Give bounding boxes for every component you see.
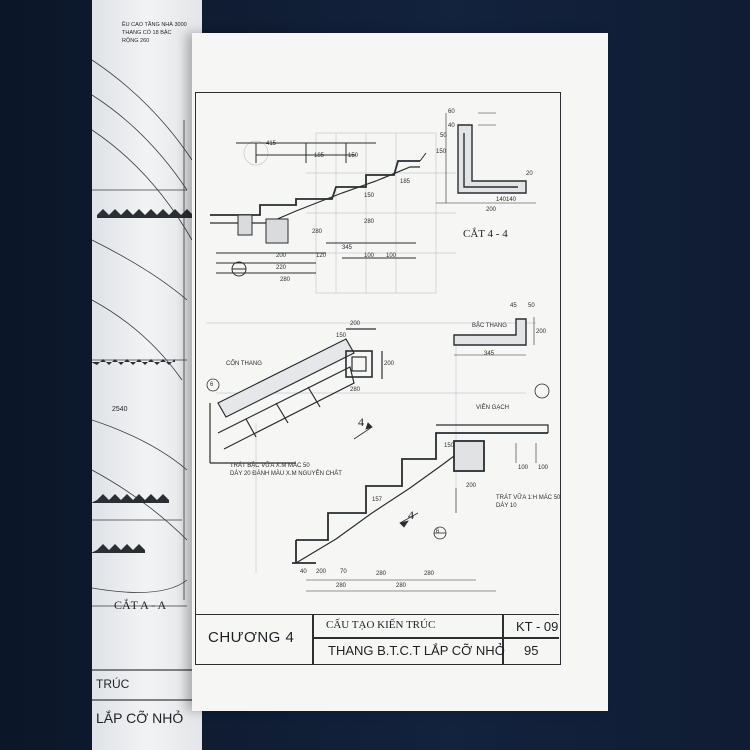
- dim-cut44: 20: [526, 171, 533, 177]
- dim-bottom: 280: [336, 583, 347, 589]
- drawing-title: THANG B.T.C.T LẮP CỠ NHỎ: [328, 643, 505, 658]
- dim-bottom: 157: [372, 497, 383, 503]
- dim-bottom: 100: [538, 465, 549, 471]
- con-thang-label: CỐN THANG: [226, 361, 262, 367]
- dim-bottom: 280: [424, 571, 435, 577]
- section-arrows: [206, 378, 550, 540]
- dim-bac: 200: [536, 329, 547, 335]
- dim-bottom: 280: [376, 571, 387, 577]
- previous-page: ỀU CAO TẦNG NHÀ 3000 THANG CÓ 18 BẬC RỘN…: [92, 0, 202, 750]
- book-page: [192, 33, 608, 711]
- dim-top: 185: [314, 153, 325, 159]
- section-mark-4-lower: 4: [408, 508, 414, 522]
- bg-title-fragment: TRÚC: [96, 677, 130, 691]
- day-20-label: DÀY 20 ĐÁNH MÀU X.M NGUYÊN CHẤT: [230, 471, 342, 477]
- bac-thang-label: BẬC THANG: [472, 323, 507, 329]
- day-10-label: DÀY 10: [496, 503, 517, 509]
- dim-bottom: 150: [444, 443, 455, 449]
- dim-top: 200: [276, 253, 287, 259]
- section-mark-4-upper: 4: [358, 415, 364, 429]
- title-block-divider: [312, 637, 559, 639]
- bg-note-1: ỀU CAO TẦNG NHÀ 3000: [122, 22, 187, 28]
- dim-top: 100: [386, 253, 397, 259]
- dim-top: 280: [364, 219, 375, 225]
- stair-detail-drawing: [206, 112, 550, 592]
- technical-drawing: CẮT 4 - 4 BẬC THANG CỐN THANG VIÊN GẠCH …: [196, 93, 562, 614]
- section-4-4-label: CẮT 4 - 4: [463, 228, 508, 240]
- bg-note-3: RỘNG 260: [122, 38, 150, 44]
- title-block: CHƯƠNG 4 CẤU TẠO KIẾN TRÚC THANG B.T.C.T…: [196, 614, 559, 664]
- dim-con: 150: [336, 333, 347, 339]
- dim-bac: 345: [484, 351, 495, 357]
- dim-top: 280: [280, 277, 291, 283]
- subtitle: CẤU TẠO KIẾN TRÚC: [326, 619, 436, 631]
- dim-top: 415: [266, 141, 277, 147]
- dim-con: 200: [384, 361, 395, 367]
- vien-gach-label: VIÊN GẠCH: [476, 405, 510, 411]
- bg-dimension: 2540: [112, 406, 128, 413]
- bottom-stair-section: [292, 424, 549, 592]
- dim-cut44: 200: [486, 207, 497, 213]
- dim-cut44: 40: [448, 123, 455, 129]
- dim-bottom: 40: [300, 569, 307, 575]
- previous-page-drawing: [92, 59, 202, 701]
- top-stair-section: [210, 142, 427, 274]
- drawing-frame: CẮT 4 - 4 BẬC THANG CỐN THANG VIÊN GẠCH …: [195, 92, 561, 665]
- dim-cut44: 50: [440, 133, 447, 139]
- title-block-divider: [502, 615, 504, 664]
- dim-top: 150: [364, 193, 375, 199]
- circle-mark-left: 6: [210, 382, 214, 388]
- dim-cut44: 150: [436, 149, 447, 155]
- dim-bottom: 70: [340, 569, 347, 575]
- dim-top: 150: [348, 153, 359, 159]
- top-hatch: [231, 261, 247, 277]
- dim-bottom: 200: [466, 483, 477, 489]
- dim-top: 100: [364, 253, 375, 259]
- dim-bottom: 200: [316, 569, 327, 575]
- dim-cut44: 140: [496, 197, 507, 203]
- dim-top: 120: [316, 253, 327, 259]
- dim-cut44: 140: [506, 197, 517, 203]
- trat-vua-label: TRÁT VỮA 1:H MÁC 50: [496, 495, 561, 501]
- cut-4-4-section: [436, 112, 536, 204]
- bac-thang-section: [453, 317, 535, 356]
- dim-bottom: 100: [518, 465, 529, 471]
- dim-con: 200: [350, 321, 361, 327]
- dim-top: 185: [400, 179, 411, 185]
- title-block-divider: [312, 615, 314, 664]
- dim-bottom: 280: [396, 583, 407, 589]
- dim-bac: 45: [510, 303, 517, 309]
- bg-section-label: CẮT A - A: [114, 598, 167, 612]
- bg-title-fragment-2: LẮP CỠ NHỎ: [96, 710, 184, 726]
- dim-con: 280: [350, 387, 361, 393]
- circle-mark-lower: 6: [436, 529, 440, 535]
- dim-bac: 50: [528, 303, 535, 309]
- page-number: 95: [524, 643, 539, 658]
- dim-top: 280: [312, 229, 323, 235]
- bg-note-2: THANG CÓ 18 BẬC: [122, 30, 172, 36]
- dim-top: 345: [342, 245, 353, 251]
- trat-bac-label: TRÁT BẬC VỮA X.M MÁC 50: [230, 463, 310, 469]
- dim-top: 220: [276, 265, 287, 271]
- drawing-code: KT - 09: [516, 619, 559, 634]
- con-thang-section: [209, 328, 383, 464]
- chapter-label: CHƯƠNG 4: [208, 629, 295, 646]
- dim-cut44: 60: [448, 109, 455, 115]
